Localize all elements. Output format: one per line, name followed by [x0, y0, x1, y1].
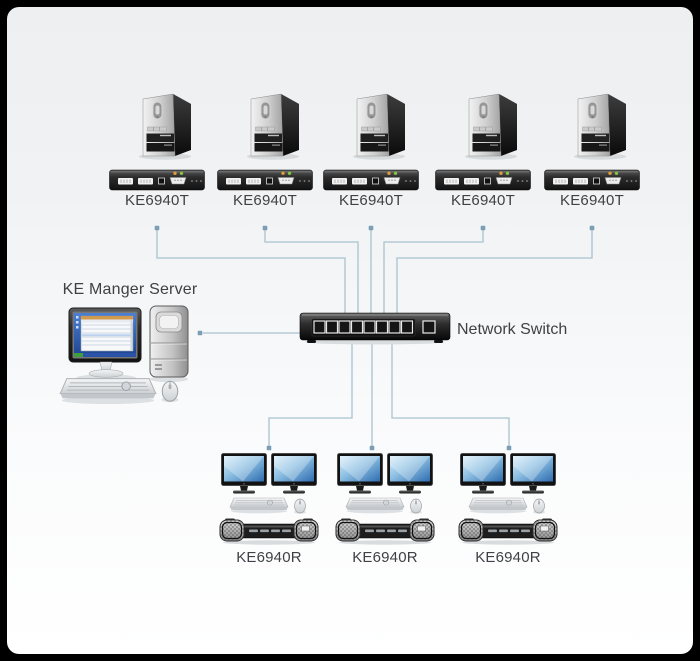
- server-label: KE Manger Server: [62, 281, 198, 298]
- ke6940r-unit-icon: [219, 517, 319, 545]
- wire-tx5-switch: [396, 230, 593, 320]
- transmitter-label: KE6940T: [125, 192, 189, 209]
- tower-pc-icon: [243, 82, 305, 160]
- server-monitor-icon: [68, 307, 146, 383]
- ke6940t-unit-icon: [109, 167, 205, 193]
- monitor-icon: [221, 453, 267, 495]
- tower-pc-icon: [461, 82, 523, 160]
- tower-pc-icon: [349, 82, 411, 160]
- mouse-icon: [409, 498, 423, 515]
- transmitter-station-1: KE6940T: [107, 82, 207, 212]
- receiver-label: KE6940R: [352, 549, 418, 566]
- monitor-icon: [510, 453, 556, 495]
- monitor-icon: [271, 453, 317, 495]
- transmitter-station-4: KE6940T: [433, 82, 533, 212]
- server-station: KE Manger Server: [55, 281, 205, 411]
- mouse-icon: [293, 498, 307, 515]
- keyboard-icon: [58, 377, 158, 405]
- monitor-icon: [337, 453, 383, 495]
- ke6940t-unit-icon: [323, 167, 419, 193]
- wire-tx4-switch: [383, 230, 484, 320]
- keyboard-icon: [468, 497, 528, 514]
- receiver-station-2: KE6940R: [333, 453, 437, 573]
- monitor-icon: [460, 453, 506, 495]
- receiver-label: KE6940R: [236, 549, 302, 566]
- mouse-icon: [532, 498, 546, 515]
- mouse-icon: [160, 380, 180, 404]
- wire-switch-rx1: [268, 341, 353, 448]
- ke6940t-unit-icon: [544, 167, 640, 193]
- ke6940r-unit-icon: [335, 517, 435, 545]
- ke6940t-unit-icon: [217, 167, 313, 193]
- receiver-station-1: KE6940R: [217, 453, 321, 573]
- transmitter-label: KE6940T: [560, 192, 624, 209]
- ke6940t-unit-icon: [435, 167, 531, 193]
- tower-pc-icon: [135, 82, 197, 160]
- keyboard-icon: [229, 497, 289, 514]
- server-tower-icon: [147, 305, 191, 383]
- monitor-icon: [387, 453, 433, 495]
- tower-pc-icon: [570, 82, 632, 160]
- network-switch-icon: [299, 311, 451, 345]
- keyboard-icon: [345, 497, 405, 514]
- receiver-station-3: KE6940R: [456, 453, 560, 573]
- transmitter-station-5: KE6940T: [542, 82, 642, 212]
- wire-tx2-switch: [264, 230, 359, 320]
- ke6940r-unit-icon: [458, 517, 558, 545]
- receiver-label: KE6940R: [475, 549, 541, 566]
- transmitter-station-3: KE6940T: [321, 82, 421, 212]
- transmitter-label: KE6940T: [339, 192, 403, 209]
- network-switch-label: Network Switch: [457, 321, 568, 338]
- wire-switch-rx3: [391, 341, 510, 448]
- transmitter-label: KE6940T: [451, 192, 515, 209]
- diagram-background: KE6940T KE6940T KE6940T KE6940T KE6940T …: [7, 7, 693, 654]
- transmitter-station-2: KE6940T: [215, 82, 315, 212]
- transmitter-label: KE6940T: [233, 192, 297, 209]
